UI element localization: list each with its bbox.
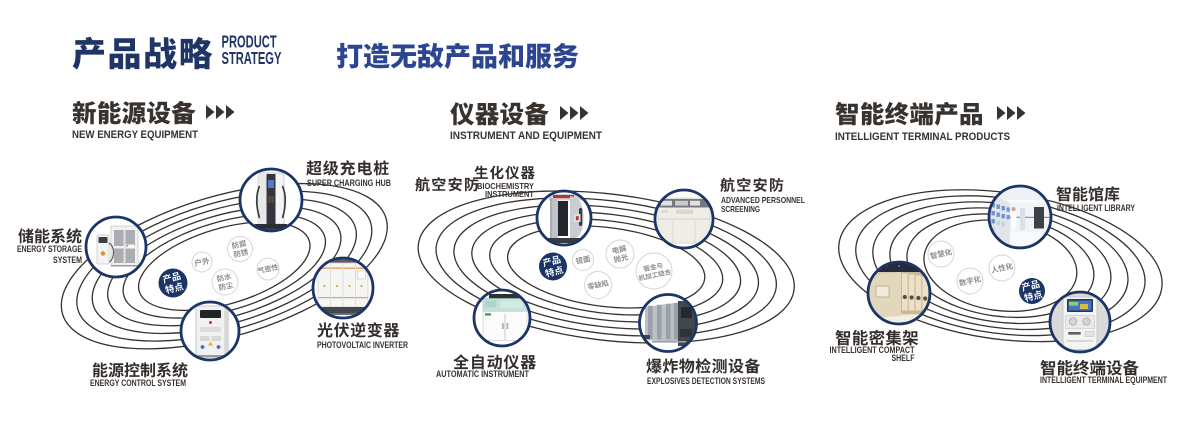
svg-text:INTELLIGENT TERMINAL EQUIPMENT: INTELLIGENT TERMINAL EQUIPMENT	[1040, 375, 1167, 385]
svg-text:INSTRUMENT AND EQUIPMENT: INSTRUMENT AND EQUIPMENT	[450, 130, 602, 142]
svg-text:BIOCHEMISTRY: BIOCHEMISTRY	[477, 181, 534, 191]
svg-text:INTELLIGENT LIBRARY: INTELLIGENT LIBRARY	[1057, 203, 1135, 213]
svg-text:SHELF: SHELF	[892, 353, 915, 363]
svg-text:STRATEGY: STRATEGY	[222, 48, 282, 68]
svg-text:INSTRUMENT: INSTRUMENT	[485, 189, 535, 199]
svg-text:ENERGY STORAGE: ENERGY STORAGE	[17, 244, 82, 254]
svg-text:SCREENING: SCREENING	[721, 204, 760, 214]
svg-text:INTELLIGENT COMPACT: INTELLIGENT COMPACT	[830, 345, 915, 355]
svg-text:SUPER CHARGING HUB: SUPER CHARGING HUB	[307, 178, 391, 188]
svg-text:PRODUCT: PRODUCT	[222, 32, 277, 52]
svg-text:INTELLIGENT TERMINAL PRODUCTS: INTELLIGENT TERMINAL PRODUCTS	[835, 131, 1010, 143]
svg-text:NEW ENERGY EQUIPMENT: NEW ENERGY EQUIPMENT	[72, 129, 198, 141]
svg-text:PHOTOVOLTAIC INVERTER: PHOTOVOLTAIC INVERTER	[317, 340, 408, 350]
svg-text:ENERGY CONTROL SYSTEM: ENERGY CONTROL SYSTEM	[90, 378, 186, 388]
svg-text:AUTOMATIC INSTRUMENT: AUTOMATIC INSTRUMENT	[436, 369, 529, 379]
svg-text:EXPLOSIVES DETECTION SYSTEMS: EXPLOSIVES DETECTION SYSTEMS	[647, 376, 765, 386]
svg-text:SYSTEM: SYSTEM	[53, 255, 82, 265]
svg-text:ADVANCED PERSONNEL: ADVANCED PERSONNEL	[721, 195, 805, 205]
